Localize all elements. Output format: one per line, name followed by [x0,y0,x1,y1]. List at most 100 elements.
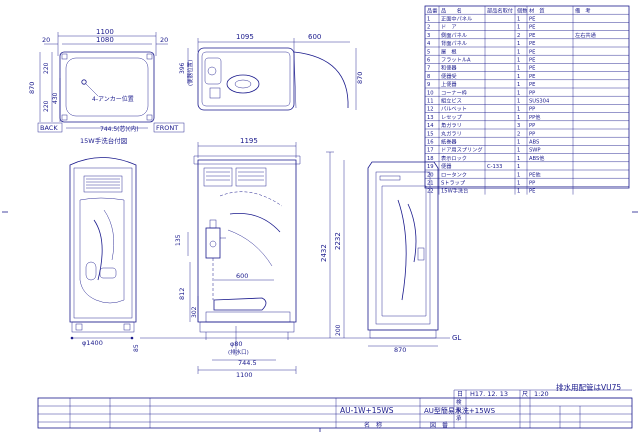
parts-cell: 背面パネル [441,39,467,47]
parts-cell: 1 [517,66,520,72]
name-label: 名 称 [364,421,382,429]
parts-cell: 1 [517,172,520,178]
parts-cell: 1 [517,156,520,162]
dim-1195: 1195 [240,137,258,145]
side-vent-right [235,167,267,187]
dim-phi80: φ80 [230,340,243,348]
parts-cell: ド ア [441,24,457,31]
parts-cell: Sトラップ [441,180,466,187]
toilet-bowl-plan [226,74,260,94]
approve-label: 承 [456,414,462,422]
parts-cell: 13 [427,115,434,121]
parts-cell: PE [529,33,535,39]
parts-header-4: 材 質 [529,6,545,14]
parts-cell: PE [529,58,535,64]
back-label: BACK [40,124,58,132]
sink-caption: 15W手洗台付図 [80,136,127,145]
parts-cell: 4 [427,41,431,47]
parts-cell: 17 [427,148,434,154]
parts-cell: 1 [517,164,520,170]
dim-600-side: 600 [236,272,248,280]
parts-cell: SUS304 [529,99,550,105]
dim-phi80-note: (排水口) [228,348,249,356]
parts-cell: 1 [517,82,520,88]
sink-bowl [65,57,149,117]
parts-cell: 正面中パネル [441,15,472,23]
parts-cell: 22 [427,189,434,195]
scale-value: 1:20 [534,390,549,398]
front-elevation: φ1400 85 [69,157,140,352]
dim-600-plan: 600 [308,33,321,41]
parts-cell: 表示ロック [441,154,467,162]
dim-85: 85 [133,344,140,352]
parts-cell: C-133 [487,164,502,170]
parts-header-3: 個数 [517,6,528,14]
toilet-side [213,297,267,311]
parts-cell: 19 [427,164,434,170]
parts-header-5: 備 考 [575,6,591,14]
parts-cell: 15W手洗台 [441,187,468,195]
parts-cell: 和便器 [441,64,457,72]
check-label: 検 [456,398,462,406]
parts-cell: 1 [517,90,520,96]
dim-302: 302 [191,306,198,318]
parts-cell: PE他 [529,170,541,178]
front-vent [83,175,123,193]
parts-cell: 1 [517,41,520,47]
parts-cell: 便器受 [441,72,457,80]
date-value: H17. 12. 13 [470,390,508,398]
interior-curve [229,213,281,233]
roof [193,155,301,165]
dim-220-upper: 220 [43,62,50,74]
door-pattern-2 [407,203,417,263]
door-elevation: 870 [367,161,439,354]
pipe-note: 排水用配管はVU75 [556,382,621,392]
parts-cell: 1 [517,58,520,64]
parts-cell: PP他 [529,113,540,121]
title-block-frame [37,397,633,429]
parts-cell: 8 [427,74,430,80]
dim-20-right: 20 [160,36,168,44]
dim-744: 744.5 [238,359,257,367]
parts-cell: 18 [427,156,434,162]
parts-cell: 1 [517,25,520,31]
parts-cell: PE [529,82,535,88]
parts-cell: 5 [427,49,430,55]
dim-812: 812 [178,288,186,300]
sink-outline [59,51,155,123]
title-block: 日 H17. 12. 13 尺 1:20 検 製 承 AU-1W+15WS AU… [37,389,633,429]
dim-2432: 2432 [320,244,328,262]
door-frame [367,161,439,331]
low-tank [205,227,221,259]
dim-870-left: 870 [28,82,36,94]
scale-label: 尺 [522,391,528,398]
parts-cell: 21 [427,181,434,187]
product-name: AU型簡易水洗+15WS [424,406,496,415]
parts-cell: ABS [529,140,539,146]
date-label: 日 [457,391,463,398]
parts-cell: PE [529,66,535,72]
dim-1080: 1080 [96,36,114,44]
parts-cell: ABS他 [529,154,545,162]
door-lock [417,247,425,261]
front-label: FRONT [156,124,178,132]
parts-cell: PE [529,41,535,47]
sink-plan-view: 1100 1080 20 20 4-アンカー位置 870 220 220 430… [28,28,185,145]
parts-cell: 丸ガラリ [441,129,462,137]
parts-cell: 1 [517,189,520,195]
dim-1095: 1095 [236,33,254,41]
booth-plan-outline [197,47,295,111]
anchor-label: 4-アンカー位置 [92,95,134,103]
dim-396-label: (便器位置) [186,60,194,86]
door-leaf [375,171,431,325]
parts-cell: 6 [427,58,430,64]
parts-header-0: 品番 [427,7,438,14]
parts-cell: 1 [517,17,520,23]
side-booth-outline [197,159,297,323]
front-booth-outline [69,157,137,323]
parts-cell: 屋 根 [441,47,457,55]
parts-cell: 3 [427,33,430,39]
parts-cell: 12 [427,107,434,113]
parts-cell: PP [529,90,535,96]
